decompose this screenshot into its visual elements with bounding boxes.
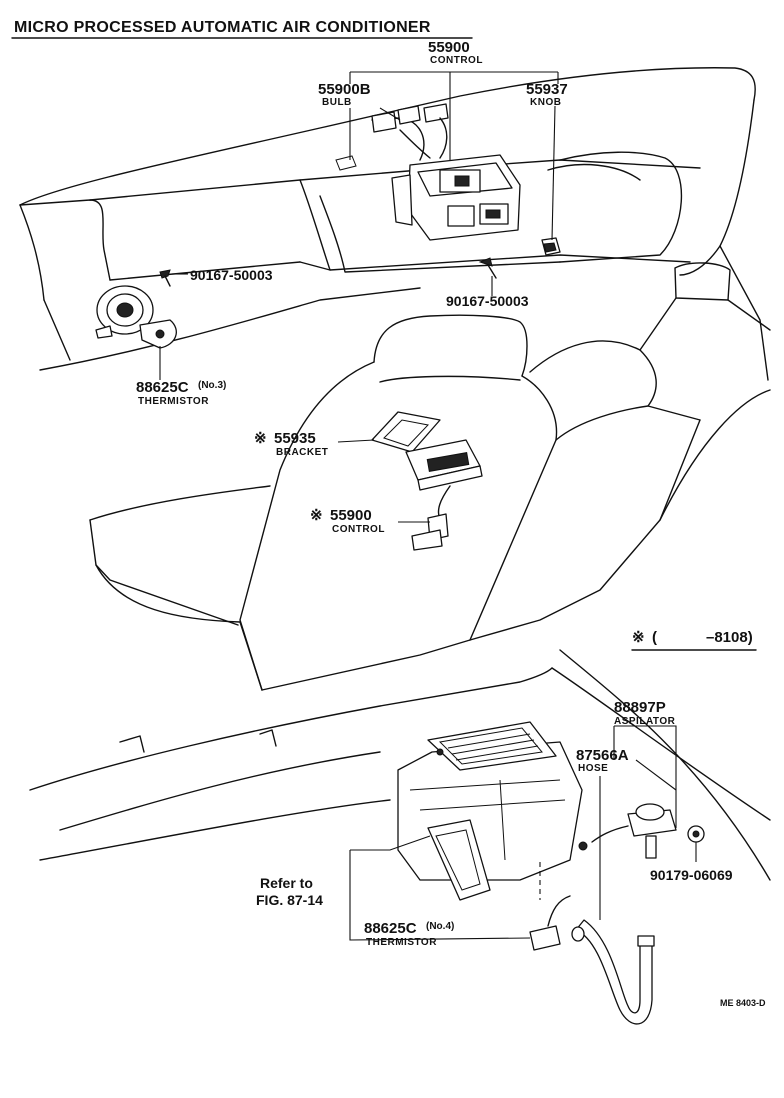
callout-bulb: 55900B BULB xyxy=(318,81,371,108)
hose-part xyxy=(575,919,655,1025)
thermistor-no3-sub: (No.3) xyxy=(198,380,226,391)
control-top-number: 55900 xyxy=(428,39,470,56)
callout-control-top: 55900 CONTROL xyxy=(428,39,483,66)
screw-left-number: 90167-50003 xyxy=(190,267,273,283)
refer-line1: Refer to xyxy=(260,875,313,891)
hose-number: 87566A xyxy=(576,747,629,764)
screw-center xyxy=(478,257,497,279)
callout-aspilator: 88897P ASPILATOR xyxy=(614,699,676,727)
range-note-range: –8108) xyxy=(706,629,753,646)
thermistor-no3-part xyxy=(95,285,177,349)
aspilator-part xyxy=(591,803,677,859)
bracket-mark: ※ xyxy=(254,430,267,447)
thermistor-no3-name: THERMISTOR xyxy=(138,396,209,407)
control-rear-number: 55900 xyxy=(330,507,372,524)
callout-refer: Refer to FIG. 87-14 xyxy=(256,875,323,908)
callout-screw-center: 90167-50003 xyxy=(446,293,529,309)
aspilator-name: ASPILATOR xyxy=(614,716,676,727)
control-rear-mark: ※ xyxy=(310,507,323,524)
knob-name: KNOB xyxy=(530,97,561,108)
leader-lines xyxy=(159,71,697,941)
knob-part xyxy=(541,237,561,256)
figure-code: ME 8403-D xyxy=(720,998,766,1008)
figure-code-text: ME 8403-D xyxy=(720,998,766,1008)
range-note-open: ( xyxy=(652,629,657,646)
thermistor-no4-part xyxy=(529,841,588,951)
aspilator-number: 88897P xyxy=(614,699,666,716)
control-unit-top xyxy=(371,103,521,241)
screw-center-number: 90167-50003 xyxy=(446,293,529,309)
control-rear-part xyxy=(405,439,483,551)
control-top-name: CONTROL xyxy=(430,55,483,66)
refer-line2: FIG. 87-14 xyxy=(256,892,323,908)
thermistor-no4-name: THERMISTOR xyxy=(366,937,437,948)
thermistor-no4-number: 88625C xyxy=(364,920,417,937)
callout-screw-left: 90167-50003 xyxy=(190,267,273,283)
lower-body-outline xyxy=(29,649,771,881)
control-rear-name: CONTROL xyxy=(332,524,385,535)
nut-number: 90179-06069 xyxy=(650,867,733,883)
callout-thermistor-no4: 88625C (No.4) THERMISTOR xyxy=(364,920,454,948)
knob-number: 55937 xyxy=(526,81,568,98)
callout-nut: 90179-06069 xyxy=(650,867,733,883)
range-note-mark: ※ xyxy=(632,629,645,646)
callout-thermistor-no3: 88625C (No.3) THERMISTOR xyxy=(136,379,226,407)
bracket-number: 55935 xyxy=(274,430,316,447)
bracket-part xyxy=(371,411,441,453)
bracket-name: BRACKET xyxy=(276,447,328,458)
thermistor-no3-number: 88625C xyxy=(136,379,189,396)
screw-left xyxy=(159,269,171,287)
callout-control-rear: ※ 55900 CONTROL xyxy=(310,507,385,535)
range-note: ※ ( –8108) xyxy=(631,629,757,651)
title-text: MICRO PROCESSED AUTOMATIC AIR CONDITIONE… xyxy=(14,19,431,36)
rear-seat-outline xyxy=(89,262,771,691)
callout-hose: 87566A HOSE xyxy=(576,747,629,774)
heater-unit-part xyxy=(397,721,583,901)
callout-knob: 55937 KNOB xyxy=(526,81,568,108)
bulb-name: BULB xyxy=(322,97,352,108)
callout-bracket: ※ 55935 BRACKET xyxy=(254,430,328,458)
hose-name: HOSE xyxy=(578,763,608,774)
diagram-title: MICRO PROCESSED AUTOMATIC AIR CONDITIONE… xyxy=(11,19,473,39)
bulb-number: 55900B xyxy=(318,81,371,98)
thermistor-no4-sub: (No.4) xyxy=(426,921,454,932)
nut-part xyxy=(687,825,705,843)
